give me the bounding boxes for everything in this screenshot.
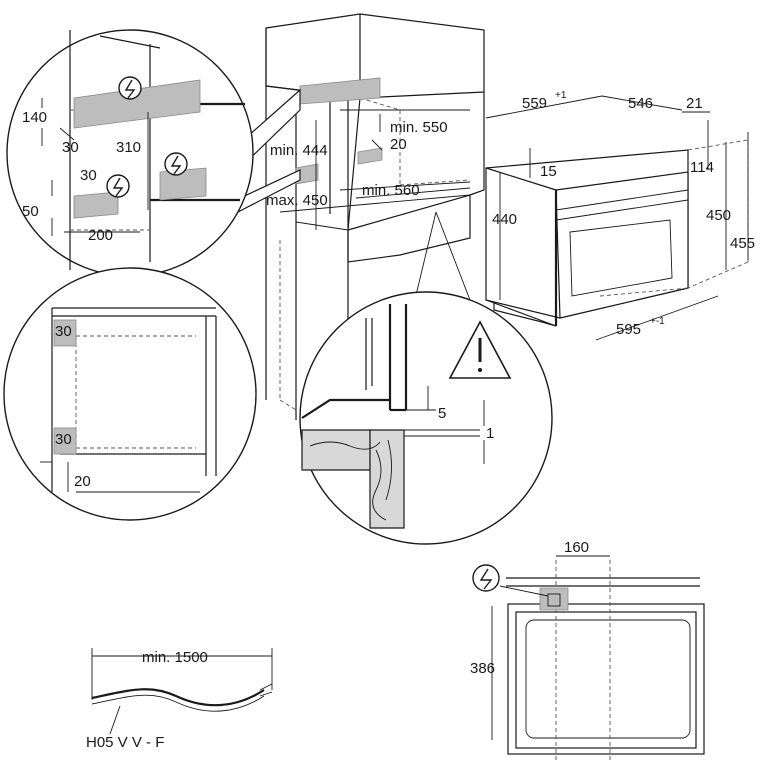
label-niche-20: 20 — [390, 136, 407, 153]
electric-warning-icon — [164, 152, 188, 176]
label-oven-450: 450 — [706, 207, 731, 224]
label-niche-min-444: min. 444 — [270, 142, 328, 159]
callout-circle-1 — [6, 29, 301, 277]
label-niche-min-560: min. 560 — [362, 182, 420, 199]
warning-triangle-icon — [448, 320, 512, 379]
label-oven-15: 15 — [540, 163, 557, 180]
label-niche-max-450: max. 450 — [266, 192, 328, 209]
callout-circle-3 — [299, 291, 553, 545]
electric-warning-icon — [118, 76, 142, 100]
front-view-drawing — [491, 555, 705, 760]
label-c2-30a: 30 — [55, 323, 72, 340]
oven-drawing — [485, 95, 749, 341]
label-front-160: 160 — [564, 539, 589, 556]
electric-warning-icon — [106, 174, 130, 198]
label-oven-559: 559 — [522, 95, 547, 112]
label-cable-min-1500: min. 1500 — [142, 649, 208, 666]
callout-circle-2 — [3, 267, 257, 521]
cable-drawing — [91, 648, 273, 735]
label-c3-5: 5 — [438, 405, 446, 422]
label-front-386: 386 — [470, 660, 495, 677]
label-oven-21: 21 — [686, 95, 703, 112]
label-oven-559-tolerance: +1 — [555, 90, 567, 101]
label-c1-140: 140 — [22, 109, 47, 126]
label-c1-310: 310 — [116, 139, 141, 156]
label-c1-30a: 30 — [62, 139, 79, 156]
label-oven-455: 455 — [730, 235, 755, 252]
label-c1-30b: 30 — [80, 167, 97, 184]
label-cable-type: H05 V V - F — [86, 734, 164, 751]
label-oven-114: 114 — [690, 159, 714, 176]
cabinet-drawing — [265, 13, 485, 431]
label-c1-50: 50 — [22, 203, 39, 220]
label-c2-30b: 30 — [55, 431, 72, 448]
label-niche-min-550: min. 550 — [390, 119, 448, 136]
electric-warning-icon — [472, 564, 500, 592]
label-oven-546: 546 — [628, 95, 653, 112]
label-oven-440: 440 — [492, 211, 517, 228]
label-c2-20: 20 — [74, 473, 91, 490]
label-oven-595: 595 — [616, 321, 641, 338]
label-c3-1: 1 — [486, 425, 494, 442]
label-c1-200: 200 — [88, 227, 113, 244]
label-oven-595-tolerance: +-1 — [650, 316, 665, 327]
